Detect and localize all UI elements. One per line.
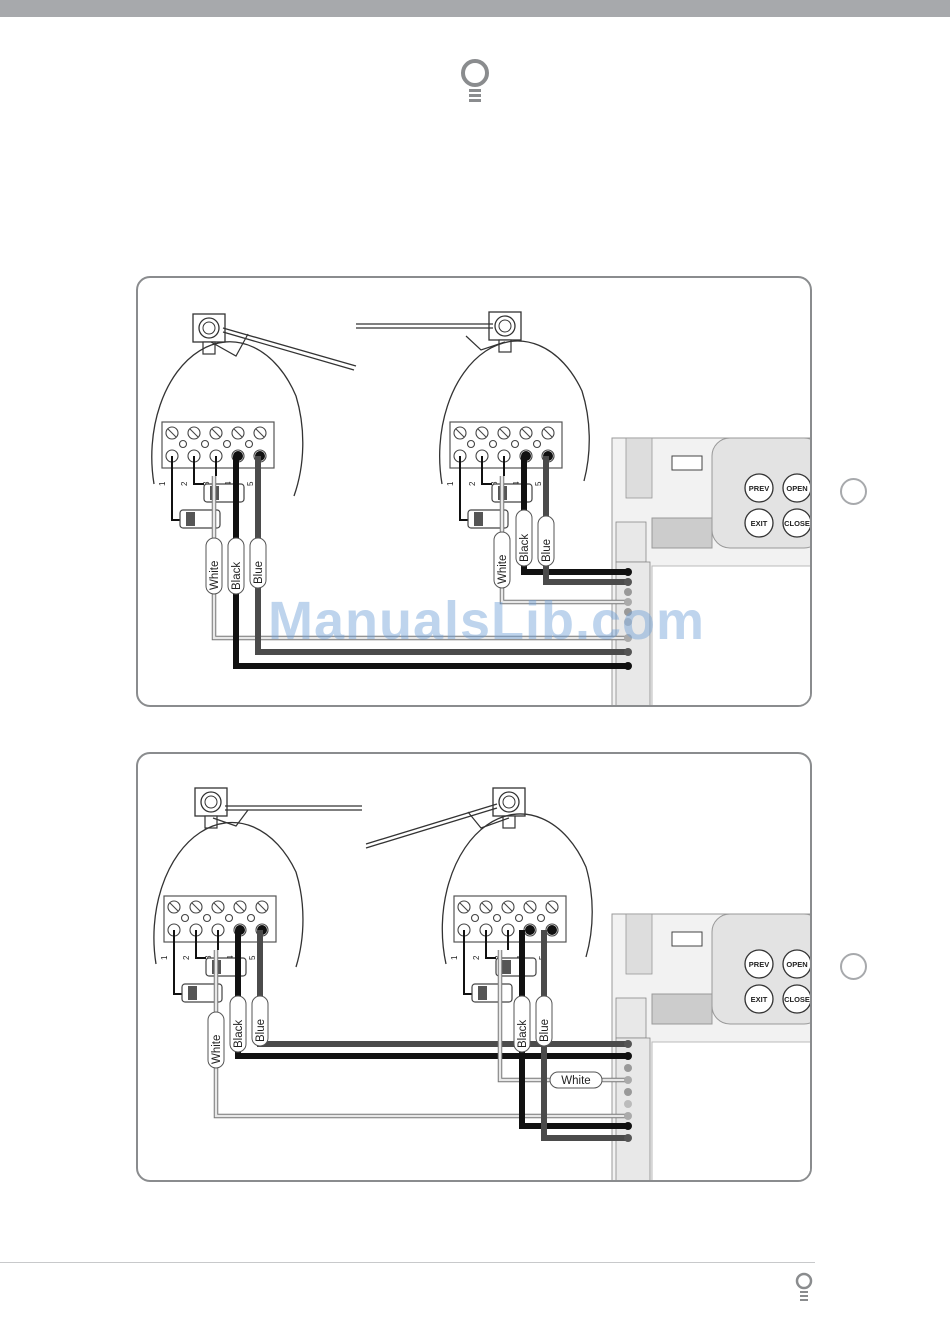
footer-logo-icon [794,1272,814,1302]
terminal-number: 1 [450,955,459,960]
svg-text:Blue: Blue [253,561,265,584]
wire-black-left [238,930,628,1056]
label-black-right: Black [514,996,530,1052]
button-exit: EXIT [745,509,773,537]
button-open: OPEN [783,474,811,502]
wire-blue-left [260,930,628,1044]
gate-arm-right [366,804,509,848]
label-blue-right: Blue [536,996,552,1046]
label-blue-left: Blue [250,538,266,588]
svg-text:PREV: PREV [749,960,769,969]
terminal-number: 5 [248,955,257,960]
label-white-right: White [494,532,510,588]
terminal-number: 1 [158,481,167,486]
svg-text:OPEN: OPEN [786,484,807,493]
label-white-left: White [206,538,222,594]
wire-white-left [216,950,628,1116]
terminal-number: 5 [246,481,255,486]
button-close: CLOSE [783,509,811,537]
gate-arm-right [356,324,505,350]
svg-text:PREV: PREV [749,484,769,493]
label-white-right-horizontal: White [550,1072,602,1088]
terminal-number: 2 [468,481,477,486]
terminal-number: 1 [160,955,169,960]
label-black-right: Black [516,510,532,566]
svg-text:Black: Black [519,534,531,562]
svg-text:OPEN: OPEN [786,960,807,969]
gate-arm-left [211,328,356,370]
svg-text:Black: Black [233,1020,245,1048]
terminal-number: 1 [446,481,455,486]
button-exit: EXIT [745,985,773,1013]
svg-text:White: White [497,555,509,584]
label-blue-right: Blue [538,516,554,566]
wiring-diagram-2: 1 2 3 4 5 1 2 3 4 5 [136,752,812,1182]
terminal-number: 2 [182,955,191,960]
brand-logo-icon [458,58,492,106]
watermark-text: ManualsLib.com [268,590,705,652]
svg-text:Black: Black [231,562,243,590]
label-black-left: Black [228,538,244,594]
svg-text:White: White [211,1035,223,1064]
footer-divider [0,1262,815,1263]
svg-text:Blue: Blue [541,539,553,562]
header-bar [0,0,950,17]
svg-text:White: White [561,1075,590,1087]
button-close: CLOSE [783,985,811,1013]
label-blue-left: Blue [252,996,268,1046]
svg-text:Black: Black [517,1020,529,1048]
label-black-left: Black [230,996,246,1052]
svg-text:White: White [209,561,221,590]
terminal-number: 2 [472,955,481,960]
svg-text:CLOSE: CLOSE [784,995,810,1004]
label-white-left: White [208,1012,224,1068]
button-open: OPEN [783,950,811,978]
button-prev: PREV [745,950,773,978]
indicator-circle-2 [840,953,867,980]
indicator-circle-1 [840,478,867,505]
button-prev: PREV [745,474,773,502]
terminal-number: 2 [180,481,189,486]
svg-text:Blue: Blue [539,1019,551,1042]
svg-text:Blue: Blue [255,1019,267,1042]
svg-text:EXIT: EXIT [751,995,768,1004]
svg-text:CLOSE: CLOSE [784,519,810,528]
terminal-number: 5 [534,481,543,486]
svg-text:EXIT: EXIT [751,519,768,528]
